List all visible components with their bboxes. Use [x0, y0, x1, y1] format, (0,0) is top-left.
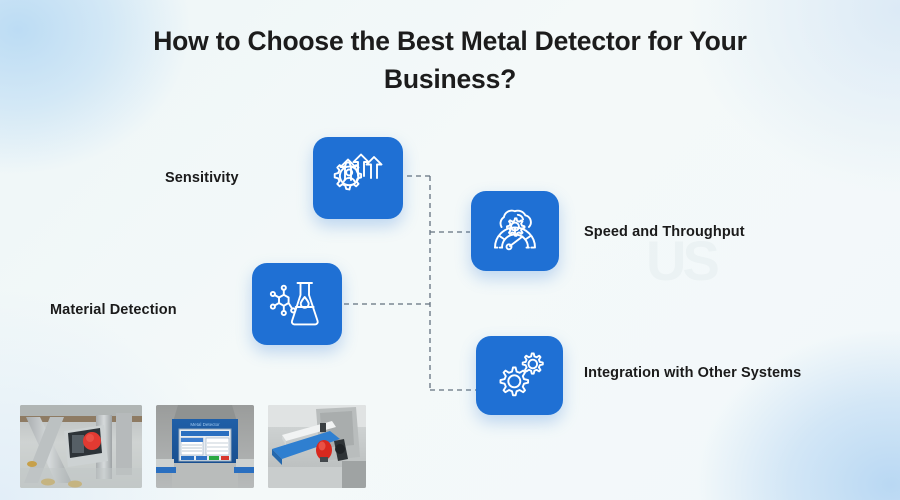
gauge-gear-cloud-icon — [488, 205, 542, 257]
node-label-speed: Speed and Throughput — [584, 224, 745, 240]
node-label-integration: Integration with Other Systems — [584, 365, 802, 381]
product-photo-3 — [268, 405, 366, 488]
node-tile-integration[interactable] — [476, 336, 563, 415]
node-label-material: Material Detection — [50, 302, 177, 318]
node-tile-sensitivity[interactable] — [313, 137, 403, 219]
two-gears-icon — [492, 350, 548, 402]
page-title-line-1: How to Choose the Best Metal Detector fo… — [153, 26, 747, 56]
node-tile-material[interactable] — [252, 263, 342, 345]
product-photo-2: Metal Detector — [156, 405, 254, 488]
page-title-line-2: Business? — [383, 64, 517, 94]
gear-person-arrows-icon — [329, 150, 387, 206]
node-label-sensitivity: Sensitivity — [165, 170, 239, 186]
page-title: How to Choose the Best Metal Detector fo… — [60, 22, 840, 98]
product-photo-1 — [20, 405, 142, 488]
flask-molecule-icon — [268, 277, 326, 331]
watermark: US — [646, 229, 720, 292]
svg-text:Metal Detector: Metal Detector — [190, 422, 220, 427]
node-tile-speed[interactable] — [471, 191, 559, 271]
